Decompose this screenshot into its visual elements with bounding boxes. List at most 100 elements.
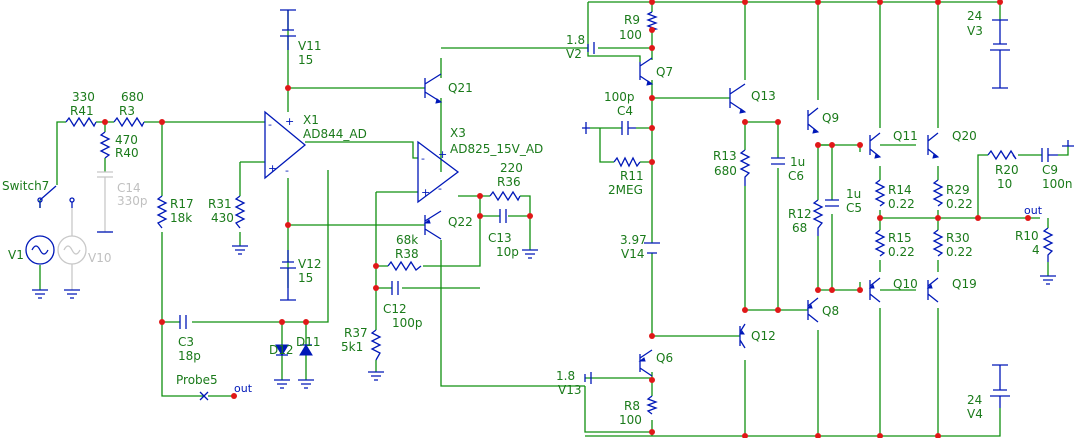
label-r12-value: 68 (792, 221, 807, 235)
label-r41-value: 330 (72, 90, 95, 104)
label-c4: C4 (617, 104, 633, 118)
resistor-r31 (234, 195, 246, 229)
label-r31: R31 (208, 197, 232, 211)
label-r20-value: 10 (997, 177, 1012, 191)
capacitor-c4-input (582, 122, 590, 134)
label-c3-value: 18p (178, 349, 201, 363)
label-r9: R9 (624, 13, 640, 27)
capacitors (97, 121, 1058, 329)
label-r30-value: 0.22 (946, 245, 973, 259)
voltage-sources (25, 9, 1010, 408)
label-c14-value: 330p (117, 194, 148, 208)
resistor-r10 (1042, 227, 1054, 262)
label-r29: R29 (946, 183, 970, 197)
label-d12: D12 (269, 343, 294, 357)
label-r17: R17 (170, 197, 194, 211)
label-v4-value: 24 (967, 393, 982, 407)
label-v3-value: 24 (967, 9, 982, 23)
svg-text:+: + (421, 186, 430, 199)
resistors (65, 11, 1054, 415)
label-q11: Q11 (893, 129, 918, 143)
label-x3: X3 (450, 126, 466, 140)
switch-and-probe (37, 185, 234, 401)
label-r38-value: 68k (396, 233, 418, 247)
label-r36: R36 (497, 175, 521, 189)
label-r29-value: 0.22 (946, 197, 973, 211)
label-v14-value: 3.97 (620, 233, 647, 247)
label-c13-value: 10p (496, 245, 519, 259)
svg-text:-: - (421, 152, 425, 165)
capacitor-c5 (825, 199, 839, 207)
label-r20: R20 (995, 163, 1019, 177)
label-r3: R3 (119, 104, 135, 118)
resistor-r30 (932, 229, 944, 257)
opamp-x3 (417, 140, 460, 204)
label-r15-value: 0.22 (888, 245, 915, 259)
capacitor-c6 (771, 157, 785, 165)
source-v1 (25, 235, 55, 265)
label-v2-value: 1.8 (566, 33, 585, 47)
label-v4: V4 (967, 407, 983, 421)
label-r10: R10 (1015, 229, 1039, 243)
svg-text:-: - (285, 164, 289, 177)
svg-text:+: + (268, 162, 277, 175)
resistor-r8 (646, 395, 658, 415)
label-r17-value: 18k (170, 211, 192, 225)
resistor-r17 (156, 195, 168, 229)
label-r41: R41 (70, 104, 94, 118)
opamp-x1 (264, 110, 307, 180)
label-out: out (1024, 204, 1043, 217)
source-v11 (280, 9, 296, 50)
label-switch7: Switch7 (2, 179, 49, 193)
source-v2 (587, 42, 595, 54)
label-v12: V12 (298, 257, 321, 271)
capacitor-c13 (499, 209, 507, 223)
source-v1-wave (31, 245, 49, 255)
label-q7: Q7 (656, 65, 673, 79)
label-c3: C3 (178, 335, 194, 349)
source-v14 (644, 242, 660, 254)
resistor-r38 (387, 260, 422, 272)
source-v3 (990, 19, 1010, 89)
label-q12: Q12 (751, 329, 776, 343)
opamps: -+ +- -+ +- (264, 110, 460, 204)
label-q9: Q9 (822, 111, 839, 125)
switch7 (39, 185, 57, 201)
label-c9: C9 (1042, 163, 1058, 177)
label-v2: V2 (566, 47, 582, 61)
capacitor-c3 (179, 315, 187, 329)
label-r30: R30 (946, 231, 970, 245)
label-v12-value: 15 (298, 271, 313, 285)
label-probe-out: out (234, 382, 253, 395)
svg-text:+: + (438, 148, 447, 161)
label-r11-value: 2MEG (608, 183, 643, 197)
resistor-r14 (874, 179, 886, 207)
label-c13: C13 (488, 231, 512, 245)
resistor-r13 (739, 149, 751, 186)
label-q22: Q22 (448, 215, 473, 229)
label-c4-value: 100p (604, 90, 635, 104)
label-r8-value: 100 (619, 413, 642, 427)
transistors (423, 57, 940, 377)
source-v13 (584, 372, 592, 384)
label-r14: R14 (888, 183, 912, 197)
label-q20: Q20 (952, 129, 977, 143)
label-v11-value: 15 (298, 53, 313, 67)
label-r40-value: 470 (115, 133, 138, 147)
label-r14-value: 0.22 (888, 197, 915, 211)
label-r37: R37 (344, 326, 368, 340)
resistor-r29 (932, 179, 944, 207)
label-v3: V3 (967, 24, 983, 38)
label-q10: Q10 (893, 277, 918, 291)
label-x3-part: AD825_15V_AD (450, 142, 543, 156)
label-c12: C12 (383, 302, 407, 316)
svg-text:-: - (268, 118, 272, 131)
resistor-r12 (812, 199, 824, 236)
label-q8: Q8 (822, 304, 839, 318)
label-c14: C14 (117, 181, 141, 195)
resistor-r20 (987, 149, 1017, 161)
label-v13-value: 1.8 (556, 369, 575, 383)
wires (39, 1, 1069, 437)
resistor-r37 (370, 329, 382, 361)
